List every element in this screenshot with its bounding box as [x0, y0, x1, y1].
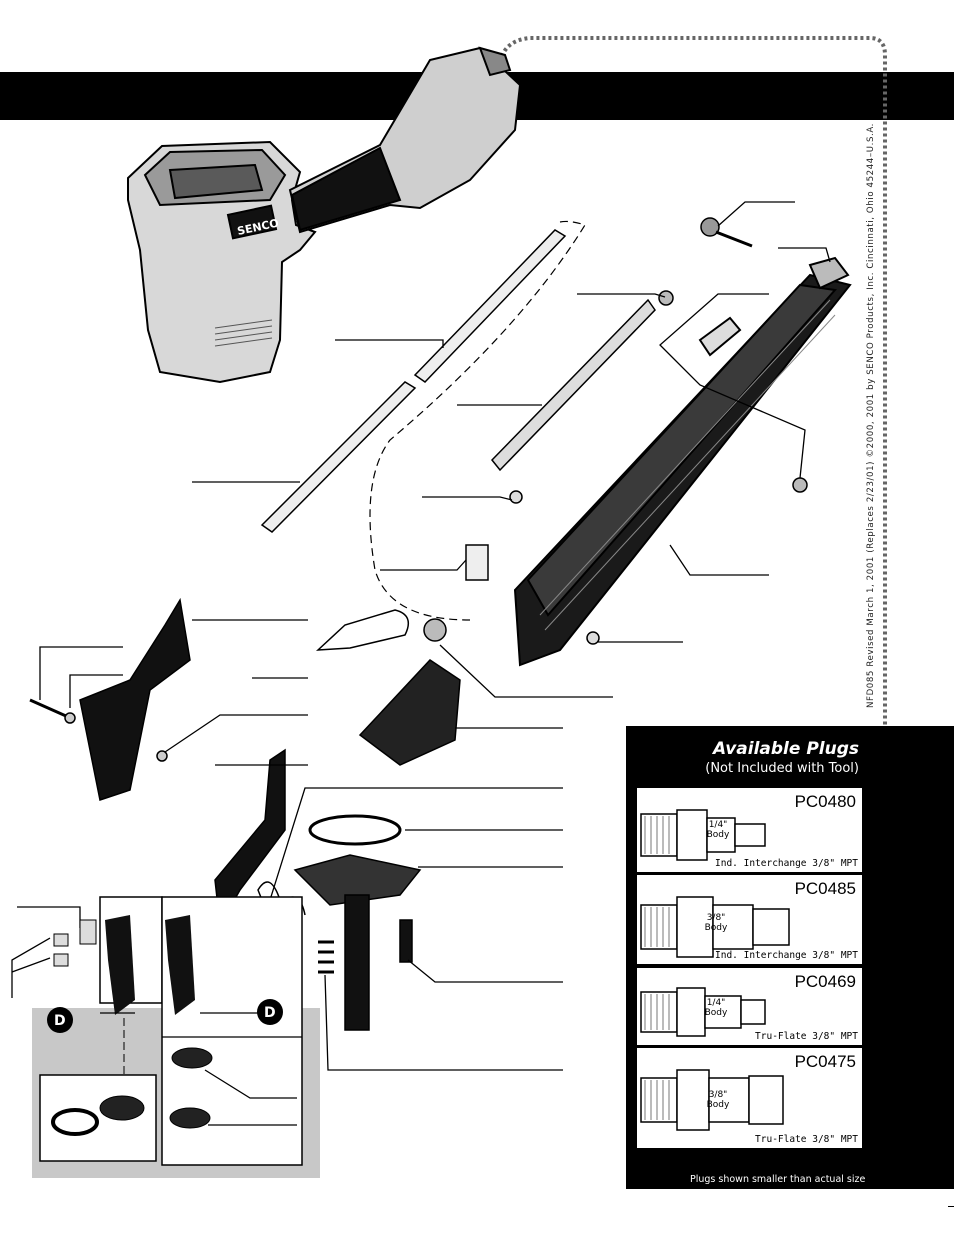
plug-code: PC0475 [794, 1052, 856, 1071]
plug-code: PC0469 [794, 972, 856, 991]
plug-body-size: 1/4"Body [706, 820, 730, 840]
plugs-footnote: Plugs shown smaller than actual size [690, 1174, 866, 1185]
callout-d-right-label: D [264, 1005, 276, 1021]
plug-card-pc0469: PC0469 1/4"Body Tru-Flate 3/8" MPT [637, 968, 862, 1045]
plug-icon [640, 987, 766, 1037]
magazine [513, 256, 852, 667]
plugs-subtitle: (Not Included with Tool) [705, 761, 859, 776]
page-edge-mark [948, 1206, 954, 1207]
plug-body-size: 3/8"Body [704, 913, 728, 933]
driver-rail [260, 229, 567, 533]
plug-code: PC0480 [794, 792, 856, 811]
plug-card-pc0480: PC0480 1/4"Body Ind. Interchange 3/8" MP… [637, 788, 862, 872]
callout-d-left [47, 1007, 73, 1033]
hardware [29, 217, 808, 1031]
air-hose-dotted-line [498, 36, 887, 1070]
vent-slots [214, 319, 273, 347]
plug-card-pc0475: PC0475 3/8"Body Tru-Flate 3/8" MPT [637, 1048, 862, 1148]
plugs-title: Available Plugs [712, 739, 859, 759]
detail-box [32, 896, 320, 1178]
plug-description: Ind. Interchange 3/8" MPT [715, 858, 858, 869]
plug-description: Ind. Interchange 3/8" MPT [715, 950, 858, 961]
plug-description: Tru-Flate 3/8" MPT [755, 1134, 858, 1145]
plug-icon [640, 1069, 784, 1131]
plug-card-pc0485: PC0485 3/8"Body Ind. Interchange 3/8" MP… [637, 875, 862, 964]
plug-code: PC0485 [794, 879, 856, 898]
plug-body-size: 3/8"Body [706, 1090, 730, 1110]
plug-icon [640, 809, 766, 861]
strip-guide [491, 298, 656, 472]
copyright-line: NFD085 Revised March 1, 2001 (Replaces 2… [866, 122, 876, 708]
callout-d-right [257, 999, 283, 1025]
callout-d-left-label: D [54, 1013, 66, 1029]
nailer-body [127, 46, 522, 384]
plug-description: Tru-Flate 3/8" MPT [755, 1031, 858, 1042]
plug-body-size: 1/4"Body [704, 998, 728, 1018]
plug-icon [640, 896, 790, 958]
